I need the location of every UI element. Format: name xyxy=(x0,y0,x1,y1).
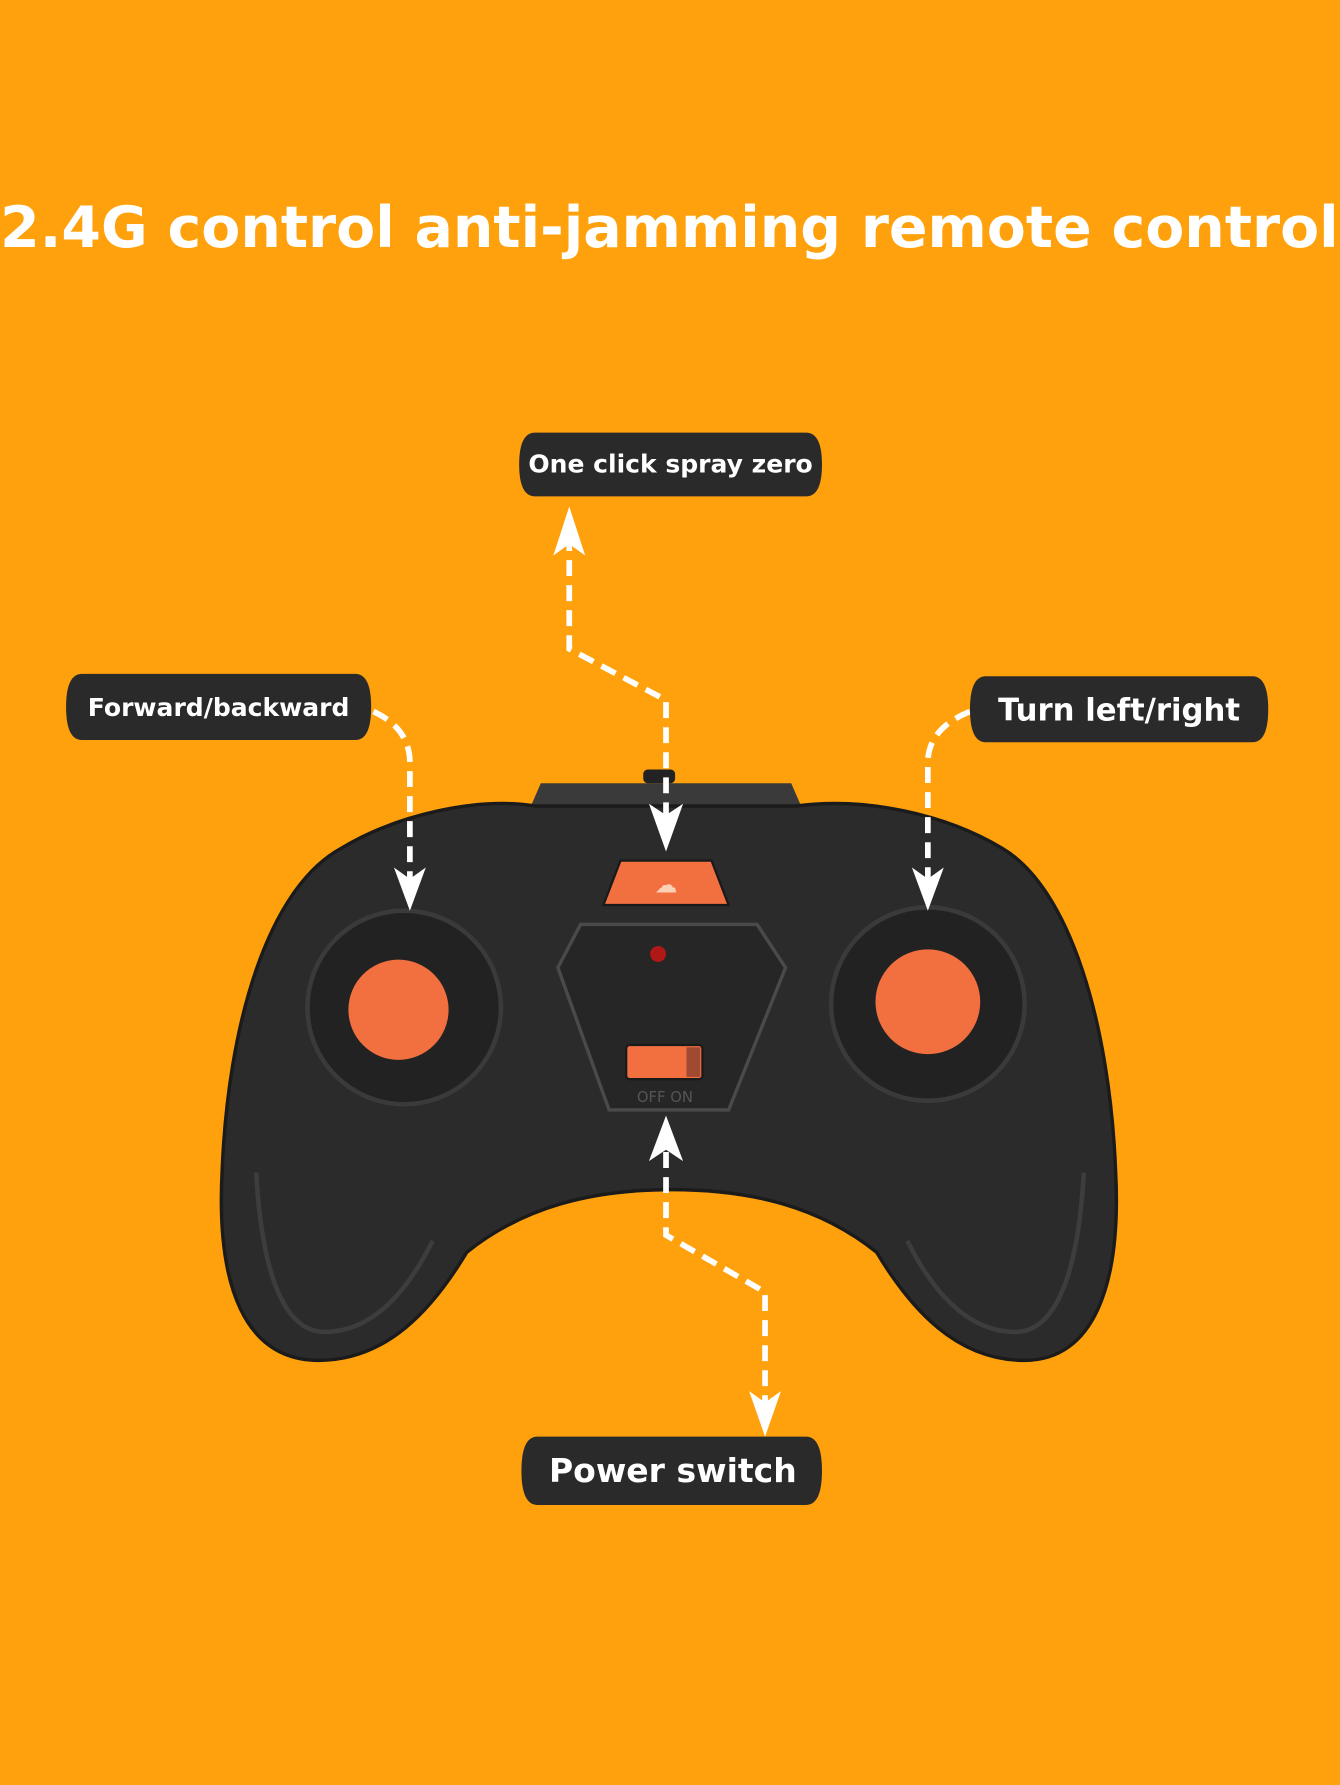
power-arrow-down-head xyxy=(749,1391,781,1437)
label-turn-left-right: Turn left/right xyxy=(969,676,1269,743)
spray-arrow-up-head xyxy=(553,506,586,556)
label-power-text: Power switch xyxy=(549,1451,797,1490)
left-grip-edge xyxy=(253,1172,435,1335)
forward-arrow-line xyxy=(372,708,413,894)
label-power-switch: Power switch xyxy=(521,1436,822,1505)
page-title: 2.4G control anti-jamming remote control xyxy=(0,195,1339,261)
remote-controller: ☁ xyxy=(219,769,1119,1363)
antenna-nub xyxy=(643,769,676,784)
label-forward-bg xyxy=(66,673,372,740)
right-joystick[interactable] xyxy=(875,949,981,1055)
spray-arrow-line xyxy=(566,535,669,837)
label-forward-backward: Forward/backward xyxy=(66,673,372,740)
label-power-bg xyxy=(521,1436,822,1505)
power-led xyxy=(650,946,667,962)
spray-icon: ☁ xyxy=(655,873,678,899)
label-turn-bg xyxy=(969,676,1269,743)
spray-button[interactable] xyxy=(601,859,731,907)
label-turn-text: Turn left/right xyxy=(998,693,1240,729)
left-joystick[interactable] xyxy=(348,959,449,1060)
turn-arrow-head xyxy=(911,867,944,911)
switch-text: OFF ON xyxy=(637,1089,693,1106)
label-spray-bg xyxy=(519,432,822,497)
label-forward-text: Forward/backward xyxy=(88,693,350,722)
spray-arrow-down-head xyxy=(648,803,684,852)
forward-arrow-head xyxy=(393,867,426,911)
power-switch[interactable] xyxy=(625,1043,704,1081)
label-spray: One click spray zero xyxy=(519,432,822,497)
power-switch-knob xyxy=(686,1047,701,1077)
center-panel xyxy=(556,922,788,1112)
label-spray-text: One click spray zero xyxy=(528,449,812,478)
arrows xyxy=(372,506,972,1437)
power-arrow-up-head xyxy=(648,1115,684,1162)
turn-arrow-line xyxy=(925,708,972,894)
right-grip-edge xyxy=(905,1172,1087,1335)
power-arrow-line xyxy=(663,1152,768,1418)
